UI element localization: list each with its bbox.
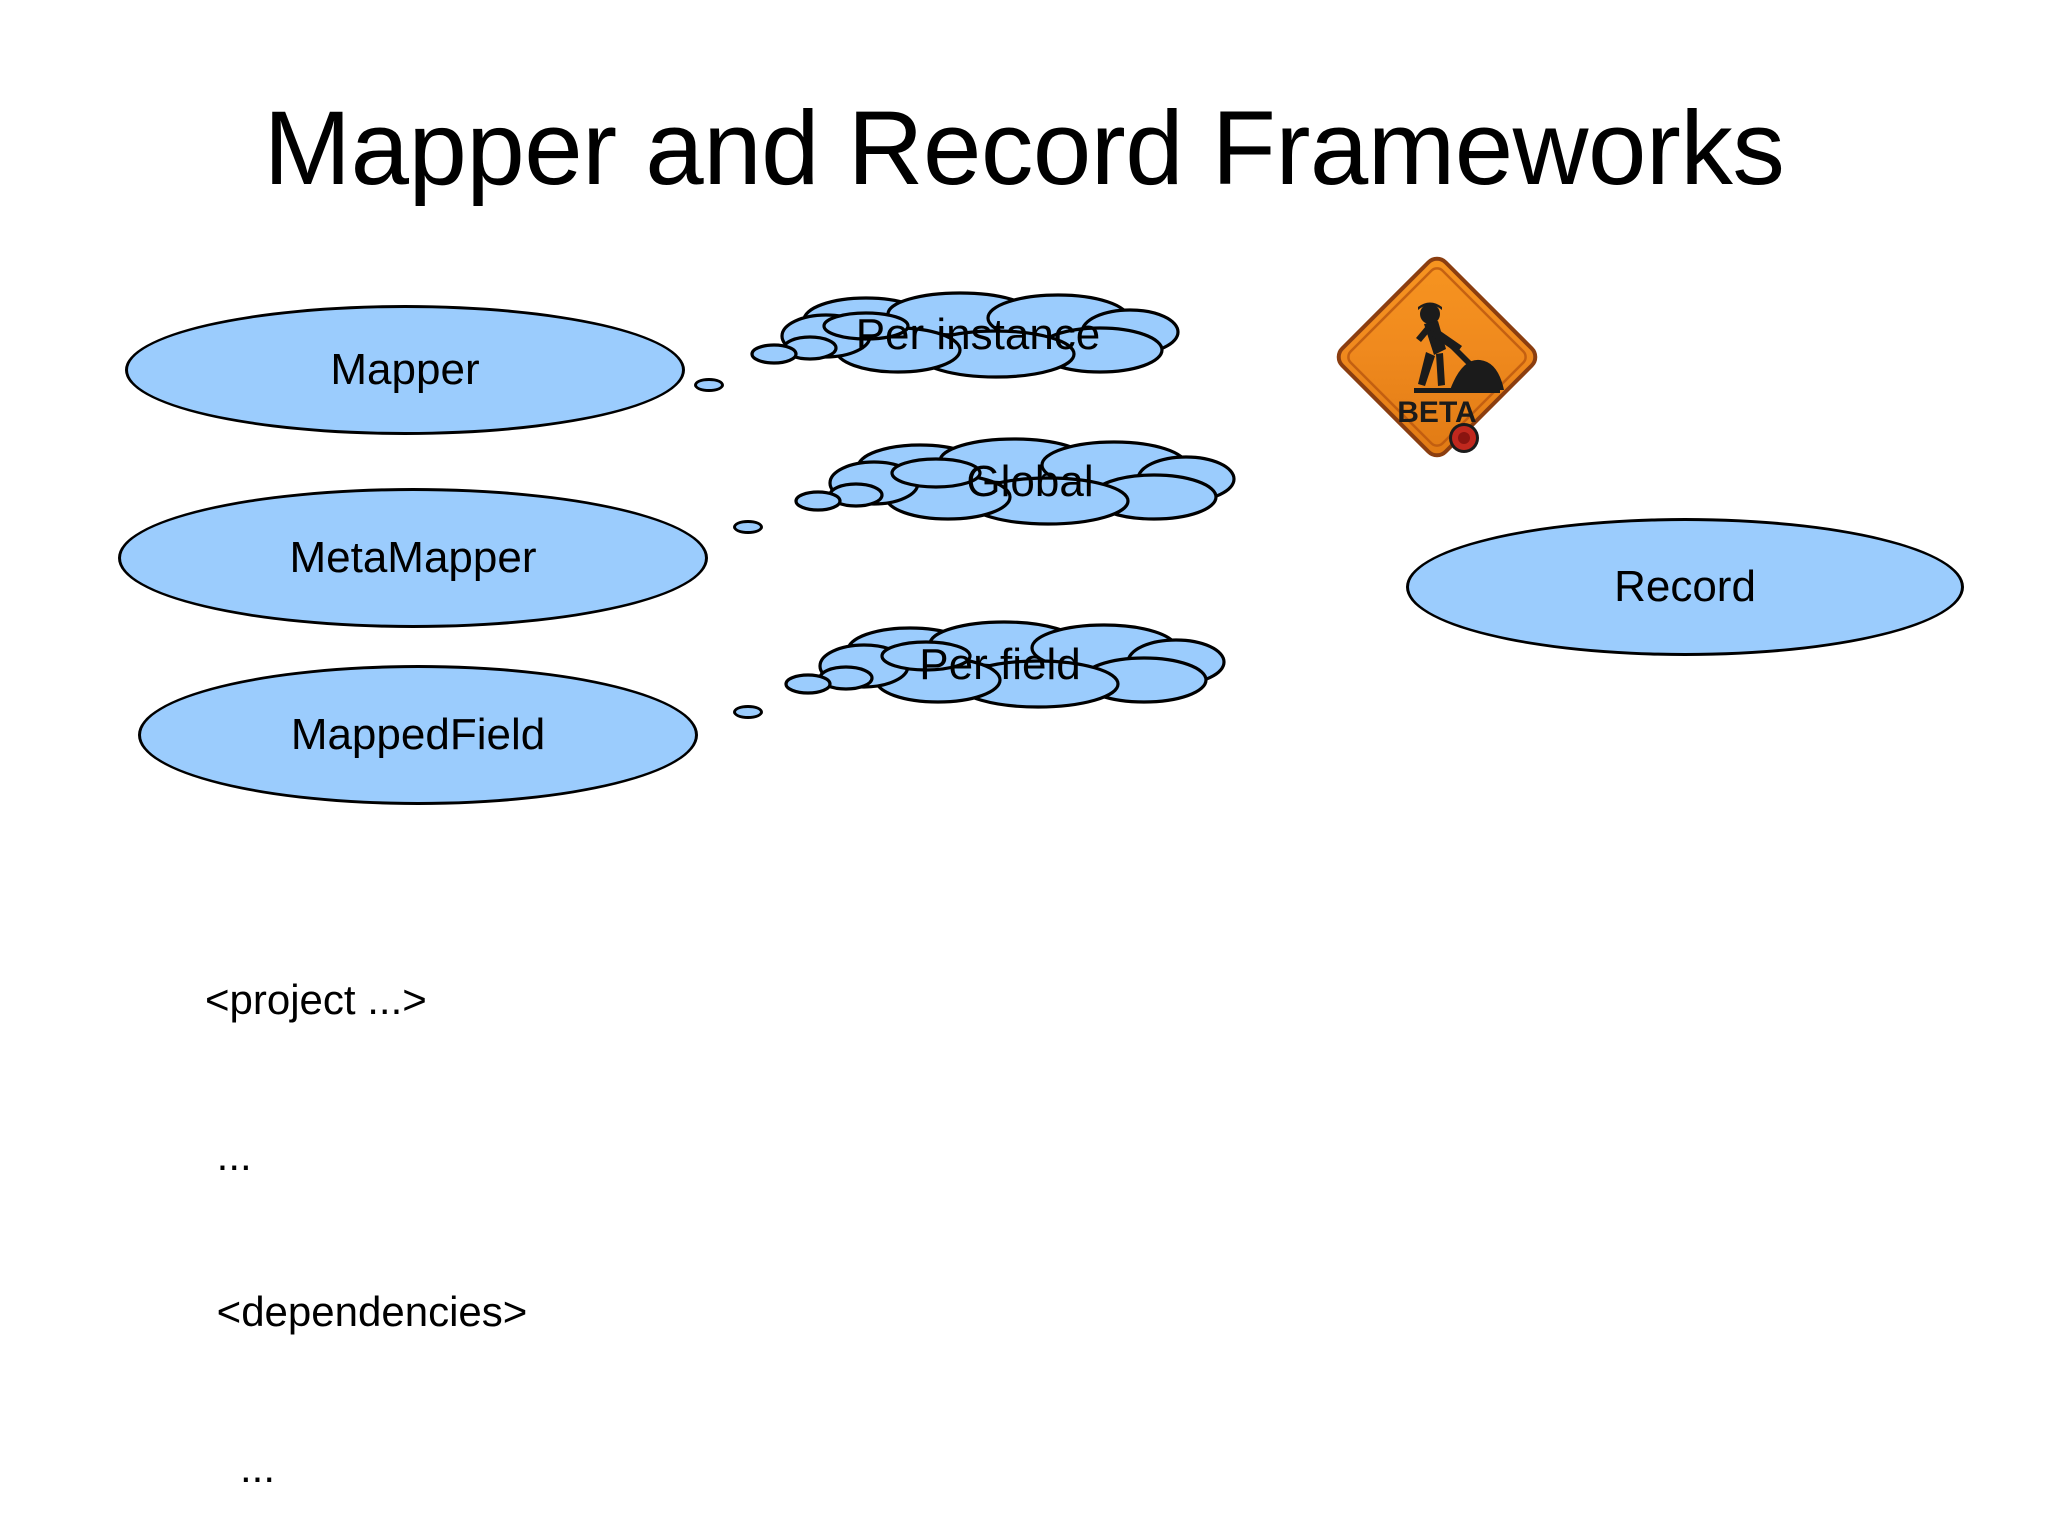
ellipse-mapper-label: Mapper — [330, 345, 480, 394]
cloud-callout-per-field-label: Per field — [919, 640, 1081, 689]
cloud-callout-per-instance-label: Per instance — [855, 310, 1101, 359]
connector-dash-mappedfield — [733, 705, 763, 719]
sign-reflector-icon — [1449, 423, 1479, 453]
cloud-callout-per-field[interactable]: Per field — [780, 620, 1230, 712]
ellipse-mappedfield[interactable]: MappedField — [138, 665, 698, 805]
ellipse-mappedfield-label: MappedField — [290, 710, 546, 759]
connector-dash-metamapper — [733, 520, 763, 534]
maven-pom-code-block: <project ...> ... <dependencies> ... <de… — [205, 870, 1281, 1535]
code-line: <dependencies> — [205, 1288, 528, 1335]
cloud-callout-global-label: Global — [966, 457, 1094, 506]
road-work-icon — [1414, 302, 1504, 393]
connector-dash-mapper — [694, 378, 724, 392]
ellipse-metamapper-label: MetaMapper — [289, 533, 537, 582]
code-line: ... — [205, 1444, 276, 1491]
ellipse-metamapper[interactable]: MetaMapper — [118, 488, 708, 628]
beta-road-work-sign[interactable]: BETA — [1332, 252, 1542, 462]
code-line: <project ...> — [205, 976, 427, 1023]
code-line: ... — [205, 1132, 252, 1179]
ellipse-mapper[interactable]: Mapper — [125, 305, 685, 435]
page-title: Mapper and Record Frameworks — [263, 90, 1785, 207]
cloud-callout-per-instance[interactable]: Per instance — [748, 291, 1188, 382]
cloud-callout-global[interactable]: Global — [790, 437, 1240, 529]
ellipse-record[interactable]: Record — [1406, 518, 1964, 656]
ellipse-record-label: Record — [1614, 562, 1756, 611]
